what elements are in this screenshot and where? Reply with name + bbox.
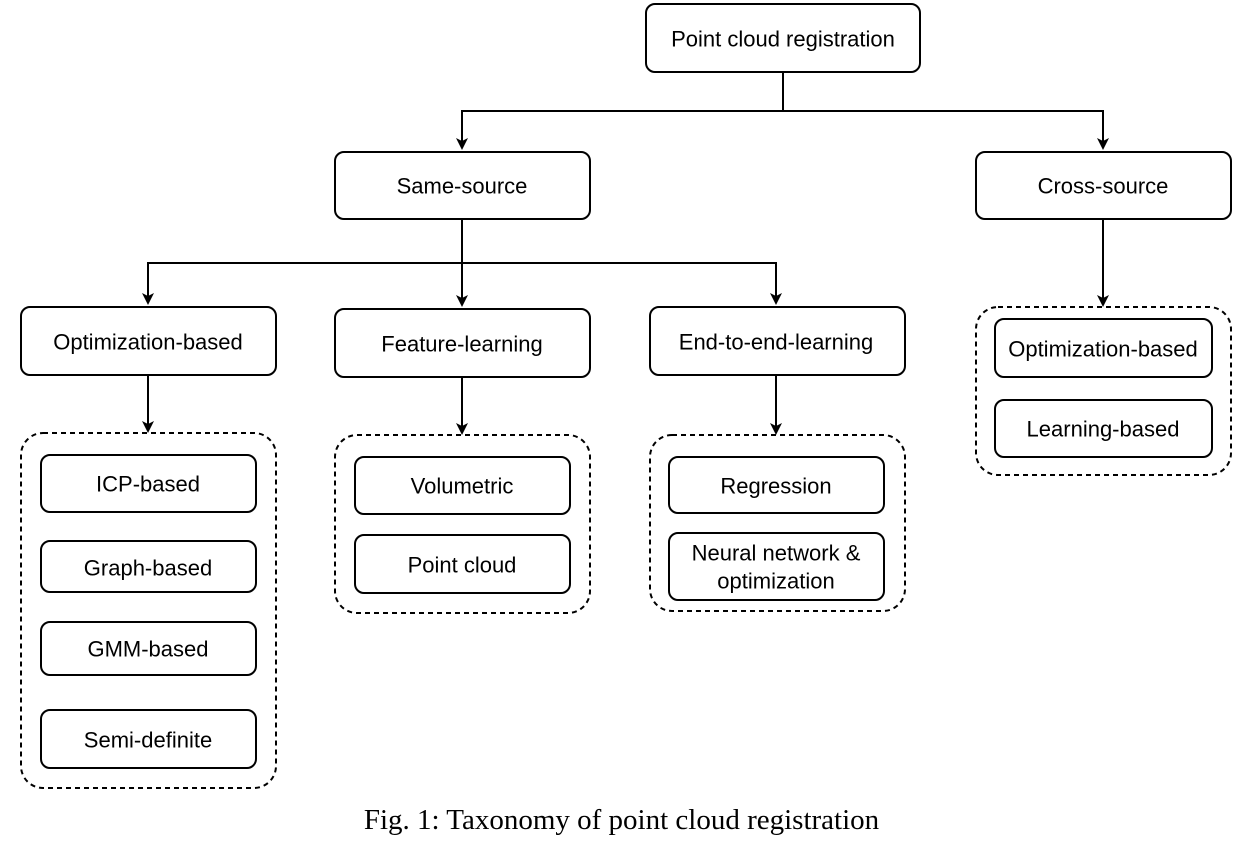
optimization-based-label: Optimization-based xyxy=(53,330,243,355)
optimization-group-container xyxy=(20,432,277,789)
icp-based-node xyxy=(40,454,257,513)
nn-optimization-node xyxy=(668,532,885,601)
learning-based-label: Learning-based xyxy=(1027,417,1180,442)
graph-based-node xyxy=(40,540,257,593)
figure-caption: Fig. 1: Taxonomy of point cloud registra… xyxy=(363,804,880,836)
gmm-based-label: GMM-based xyxy=(87,637,208,662)
edge-root-to-cross-source xyxy=(783,110,1109,150)
volumetric-node xyxy=(354,456,571,515)
cross-optimization-label: Optimization-based xyxy=(1008,337,1198,362)
point-cloud-label: Point cloud xyxy=(408,553,517,578)
semi-definite-label: Semi-definite xyxy=(84,728,212,753)
cross-optimization-node xyxy=(994,318,1213,378)
optimization-based-node xyxy=(20,306,277,376)
same-source-node xyxy=(334,151,591,220)
end-to-end-learning-node xyxy=(649,306,906,376)
root-node xyxy=(645,3,921,73)
regression-node xyxy=(668,456,885,514)
group-containers xyxy=(20,306,1232,789)
graph-based-label: Graph-based xyxy=(84,556,212,581)
icp-based-label: ICP-based xyxy=(96,472,200,497)
feature-learning-node xyxy=(334,308,591,378)
nn-optimization-label-line1: Neural network & xyxy=(692,541,861,566)
learning-based-node xyxy=(994,399,1213,458)
cross-source-node xyxy=(975,151,1232,220)
gmm-based-node xyxy=(40,621,257,676)
edge-same-to-end-to-end xyxy=(462,262,782,305)
same-source-label: Same-source xyxy=(397,174,528,199)
cross-source-label: Cross-source xyxy=(1038,174,1169,199)
semi-definite-node xyxy=(40,709,257,769)
feature-learning-label: Feature-learning xyxy=(381,332,542,357)
root-label: Point cloud registration xyxy=(671,27,895,52)
volumetric-label: Volumetric xyxy=(411,474,514,499)
nn-optimization-label-line2: optimization xyxy=(717,569,834,594)
end-to-end-group-container xyxy=(649,434,906,612)
edge-same-to-optimization xyxy=(142,219,463,305)
end-to-end-learning-label: End-to-end-learning xyxy=(679,330,873,355)
regression-label: Regression xyxy=(720,474,831,499)
point-cloud-node xyxy=(354,534,571,594)
node-labels: Point cloud registration Same-source Cro… xyxy=(53,27,1198,753)
edge-root-to-same-source xyxy=(456,72,784,150)
node-boxes xyxy=(20,3,1232,769)
cross-group-container xyxy=(975,306,1232,476)
connectors xyxy=(142,72,1109,435)
